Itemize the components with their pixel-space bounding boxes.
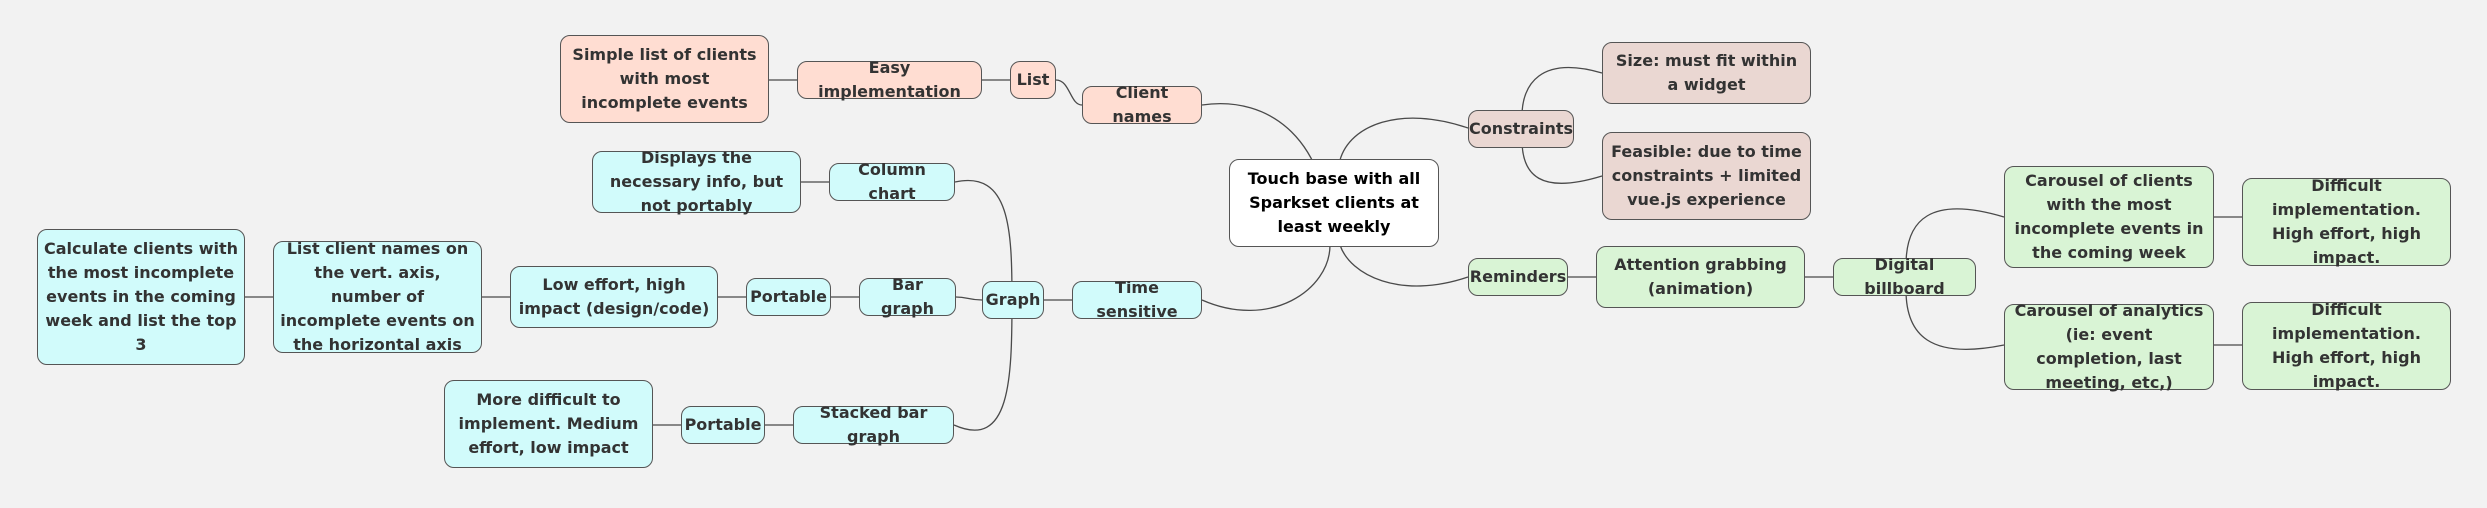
edge-constraints-feasible	[1521, 139, 1603, 184]
edge-client-names-list	[1055, 79, 1083, 106]
topic-carousel-analytics[interactable]: Carousel of analytics (ie: event complet…	[2004, 301, 2214, 392]
topic-graph[interactable]: Graph	[982, 281, 1044, 319]
topic-constraints[interactable]: Constraints	[1468, 110, 1574, 148]
edge-graph-bar	[955, 296, 983, 301]
topic-carousel-clients[interactable]: Carousel of clients with the most incomp…	[2004, 166, 2214, 268]
topic-size-constraint[interactable]: Size: must fit within a widget	[1602, 42, 1811, 104]
topic-bar-portable[interactable]: Portable	[746, 278, 831, 316]
edge-constraints-size	[1521, 67, 1603, 117]
edge-graph-column	[954, 179, 1013, 301]
topic-calculate-clients[interactable]: Calculate clients with the most incomple…	[37, 229, 245, 365]
topic-time-sensitive[interactable]: Time sensitive	[1072, 278, 1202, 321]
root-topic[interactable]: Touch base with all Sparkset clients at …	[1229, 159, 1439, 247]
topic-list[interactable]: List	[1010, 61, 1056, 99]
edge-billboard-carousel-clients	[1905, 208, 2005, 266]
edge-graph-stacked	[953, 299, 1013, 431]
edge-root-reminders	[1339, 244, 1469, 287]
topic-digital-billboard[interactable]: Digital billboard	[1833, 255, 1976, 298]
topic-stacked-portable[interactable]: Portable	[681, 406, 765, 444]
topic-column-chart-detail[interactable]: Displays the necessary info, but not por…	[592, 148, 801, 215]
edge-root-time-sensitive	[1201, 244, 1331, 311]
topic-easy-implementation[interactable]: Easy implementation	[797, 58, 982, 101]
topic-stacked-detail[interactable]: More difficult to implement. Medium effo…	[444, 380, 653, 468]
topic-carousel-clients-detail[interactable]: Difficult implementation. High effort, h…	[2242, 176, 2451, 267]
edge-billboard-carousel-analytics	[1905, 289, 2005, 350]
topic-bar-graph[interactable]: Bar graph	[859, 275, 956, 318]
topic-client-names[interactable]: Client names	[1082, 83, 1202, 126]
topic-list-client-names-axis[interactable]: List client names on the vert. axis, num…	[273, 239, 482, 354]
topic-feasible-constraint[interactable]: Feasible: due to time constraints + limi…	[1602, 132, 1811, 220]
topic-attention-grabbing[interactable]: Attention grabbing (animation)	[1596, 246, 1805, 308]
topic-carousel-analytics-detail[interactable]: Difficult implementation. High effort, h…	[2242, 300, 2451, 391]
topic-column-chart[interactable]: Column chart	[829, 160, 955, 203]
topic-simple-list-detail[interactable]: Simple list of clients with most incompl…	[560, 35, 769, 123]
topic-reminders[interactable]: Reminders	[1468, 258, 1568, 296]
edge-root-constraints	[1339, 117, 1469, 161]
topic-stacked-bar-graph[interactable]: Stacked bar graph	[793, 403, 954, 446]
topic-low-effort[interactable]: Low effort, high impact (design/code)	[510, 266, 718, 328]
